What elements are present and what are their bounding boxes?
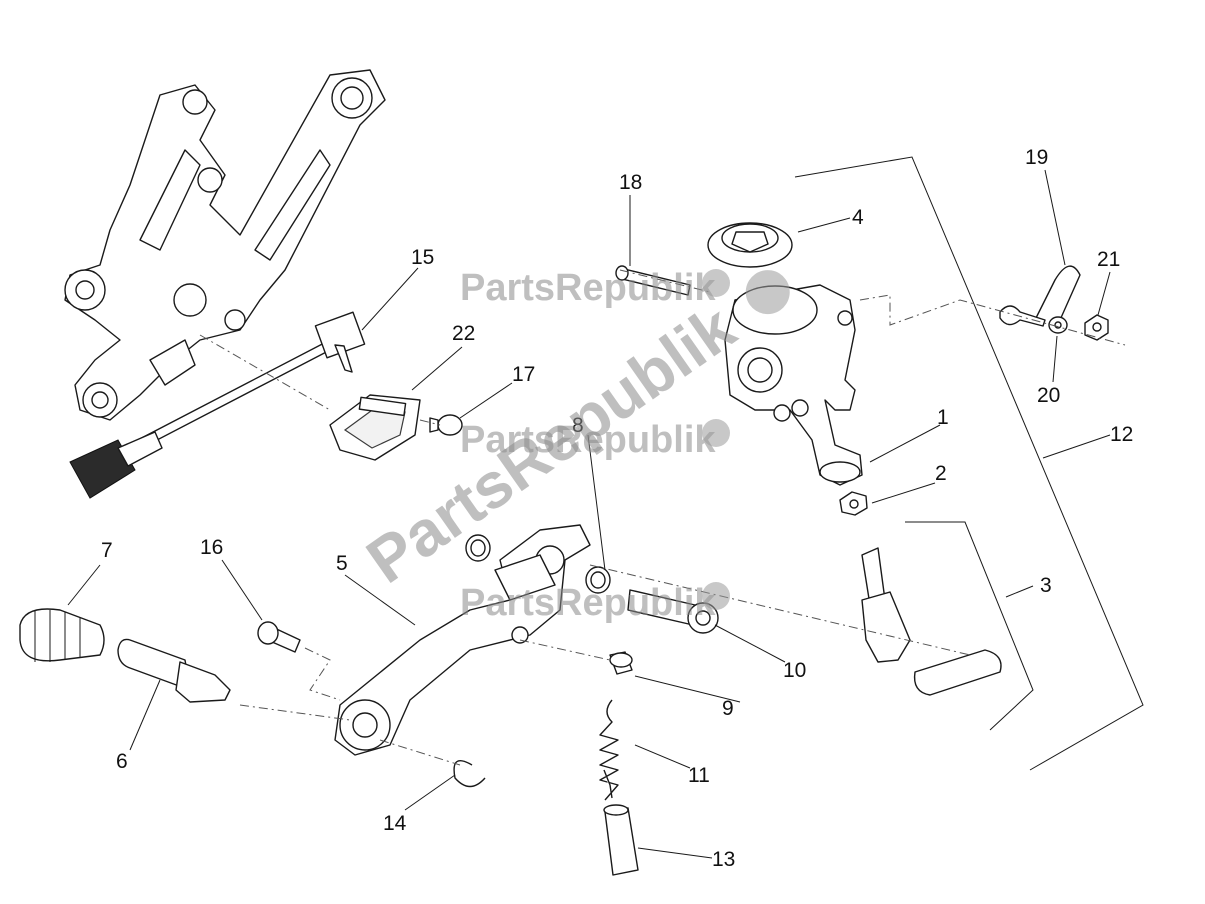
brake-pedal [334, 524, 591, 756]
gear-icon [702, 582, 730, 610]
callout-2: 2 [935, 462, 947, 485]
group-brackets [794, 156, 1144, 771]
callout-20: 20 [1037, 384, 1060, 407]
pin [615, 265, 691, 296]
watermark-bottom: PartsRepublik [460, 582, 730, 624]
callout-1: 1 [937, 406, 949, 429]
callout-22: 22 [452, 322, 475, 345]
callout-9: 9 [722, 697, 734, 720]
clip-washer-nut [999, 265, 1109, 341]
watermark-brand-bottom: PartsRepublik [460, 582, 716, 624]
switch-bolt [429, 414, 463, 436]
nut-2 [839, 491, 868, 516]
callout-3: 3 [1040, 574, 1052, 597]
bolt-16 [257, 621, 301, 653]
pushrod-clevis [861, 547, 1002, 696]
callout-17: 17 [512, 363, 535, 386]
pivot-bolt [627, 589, 719, 634]
switch-bracket [329, 394, 421, 461]
callout-12: 12 [1110, 423, 1133, 446]
screw-9 [609, 651, 633, 675]
leader-lines [67, 169, 1111, 859]
callout-labels: 1 2 3 4 5 6 7 8 9 10 11 12 13 14 15 16 1… [101, 146, 1133, 871]
footpeg-bracket [64, 69, 386, 421]
watermark-top: PartsRepublik [460, 267, 730, 309]
gear-icon [702, 419, 730, 447]
reservoir-cap [707, 222, 793, 268]
callout-6: 6 [116, 750, 128, 773]
watermark-middle: PartsRepublik [460, 419, 730, 461]
watermark-brand-top: PartsRepublik [460, 267, 716, 309]
gear-icon [745, 270, 790, 315]
callout-14: 14 [383, 812, 407, 835]
callout-5: 5 [336, 552, 348, 575]
watermark-brand-middle: PartsRepublik [460, 419, 716, 461]
callout-11: 11 [688, 764, 710, 787]
o-rings [465, 534, 611, 594]
spring [599, 699, 619, 801]
callout-21: 21 [1097, 248, 1120, 271]
callout-10: 10 [783, 659, 806, 682]
gear-icon [702, 269, 730, 297]
rubber-boot [19, 608, 105, 662]
pedal-shaft [117, 638, 231, 703]
circlip [453, 760, 486, 788]
callout-4: 4 [852, 206, 864, 229]
callout-18: 18 [619, 171, 642, 194]
sleeve [603, 804, 639, 876]
callout-19: 19 [1025, 146, 1048, 169]
master-cylinder [724, 284, 863, 486]
callout-8: 8 [572, 414, 584, 437]
brake-light-switch-cable [69, 311, 366, 499]
callout-15: 15 [411, 246, 434, 269]
callout-13: 13 [712, 848, 735, 871]
callout-16: 16 [200, 536, 223, 559]
callout-7: 7 [101, 539, 113, 562]
assembly-axes [199, 269, 1126, 766]
